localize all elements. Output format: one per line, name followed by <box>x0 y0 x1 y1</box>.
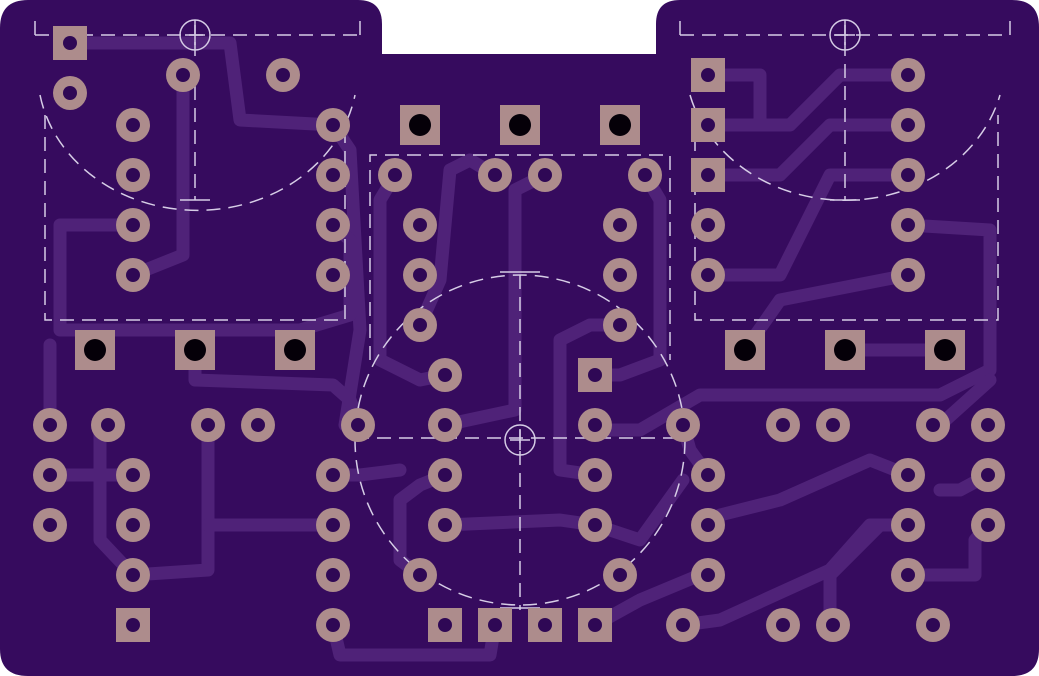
pad-drill-hole <box>126 118 140 132</box>
pad-drill-hole <box>588 518 602 532</box>
pad-drill-hole <box>701 268 715 282</box>
pad-drill-hole <box>43 468 57 482</box>
pad-drill-hole <box>901 118 915 132</box>
pad-drill-hole <box>326 518 340 532</box>
pad-drill-hole <box>588 368 602 382</box>
pad-drill-hole <box>776 418 790 432</box>
pad-drill-hole <box>926 418 940 432</box>
pad-drill-hole <box>613 268 627 282</box>
pad-drill-hole <box>176 68 190 82</box>
pad-drill-hole <box>126 618 140 632</box>
pad-drill-hole <box>126 568 140 582</box>
pad-drill-hole <box>326 118 340 132</box>
pad-drill-hole <box>776 618 790 632</box>
pad-drill-hole <box>276 68 290 82</box>
pad-drill-hole <box>588 618 602 632</box>
pad-drill-hole <box>701 168 715 182</box>
pad-drill-hole <box>613 218 627 232</box>
pad-drill-hole <box>126 268 140 282</box>
pad-drill-hole <box>901 468 915 482</box>
pad-drill-hole <box>63 86 77 100</box>
pad-drill-hole <box>326 218 340 232</box>
pad-drill-hole <box>438 518 452 532</box>
pad-drill-hole <box>901 218 915 232</box>
pad-drill-hole <box>926 618 940 632</box>
pad-drill-hole <box>588 418 602 432</box>
pad-drill-hole <box>826 418 840 432</box>
pad-drill-hole <box>676 618 690 632</box>
pad-drill-hole <box>184 339 206 361</box>
pad-drill-hole <box>413 568 427 582</box>
pad-drill-hole <box>488 168 502 182</box>
pad-drill-hole <box>101 418 115 432</box>
pad-drill-hole <box>901 268 915 282</box>
pad-drill-hole <box>676 418 690 432</box>
pad-drill-hole <box>538 618 552 632</box>
pad-drill-hole <box>934 339 956 361</box>
pad-drill-hole <box>326 618 340 632</box>
pad-drill-hole <box>588 468 602 482</box>
pad-drill-hole <box>84 339 106 361</box>
pad-drill-hole <box>43 418 57 432</box>
pad-drill-hole <box>981 418 995 432</box>
pad-drill-hole <box>701 218 715 232</box>
pad-drill-hole <box>43 518 57 532</box>
pad-drill-hole <box>438 468 452 482</box>
pad-drill-hole <box>609 114 631 136</box>
pad-drill-hole <box>701 468 715 482</box>
pad-drill-hole <box>438 368 452 382</box>
pad-drill-hole <box>901 168 915 182</box>
pad-drill-hole <box>126 218 140 232</box>
pad-drill-hole <box>126 168 140 182</box>
pad-drill-hole <box>126 468 140 482</box>
pad-drill-hole <box>538 168 552 182</box>
pad-drill-hole <box>326 268 340 282</box>
pad-drill-hole <box>488 618 502 632</box>
pad-drill-hole <box>326 168 340 182</box>
pads <box>33 26 1005 642</box>
pad-drill-hole <box>351 418 365 432</box>
pad-drill-hole <box>701 118 715 132</box>
pad-drill-hole <box>701 68 715 82</box>
pad-drill-hole <box>438 418 452 432</box>
pad-drill-hole <box>126 518 140 532</box>
pad-drill-hole <box>326 468 340 482</box>
pad-drill-hole <box>63 36 77 50</box>
pad-drill-hole <box>413 218 427 232</box>
pad-drill-hole <box>638 168 652 182</box>
pad-drill-hole <box>413 268 427 282</box>
pad-drill-hole <box>981 468 995 482</box>
pad-drill-hole <box>826 618 840 632</box>
pad-drill-hole <box>201 418 215 432</box>
pad-drill-hole <box>284 339 306 361</box>
pad-drill-hole <box>613 318 627 332</box>
pad-drill-hole <box>901 518 915 532</box>
pad-drill-hole <box>834 339 856 361</box>
pad-drill-hole <box>509 114 531 136</box>
pad-drill-hole <box>438 618 452 632</box>
pad-drill-hole <box>734 339 756 361</box>
pad-drill-hole <box>251 418 265 432</box>
pad-drill-hole <box>701 568 715 582</box>
pad-drill-hole <box>409 114 431 136</box>
pad-drill-hole <box>613 568 627 582</box>
pad-drill-hole <box>981 518 995 532</box>
pad-drill-hole <box>901 568 915 582</box>
pad-drill-hole <box>413 318 427 332</box>
pad-drill-hole <box>326 568 340 582</box>
pad-drill-hole <box>901 68 915 82</box>
pad-drill-hole <box>701 518 715 532</box>
pad-drill-hole <box>388 168 402 182</box>
